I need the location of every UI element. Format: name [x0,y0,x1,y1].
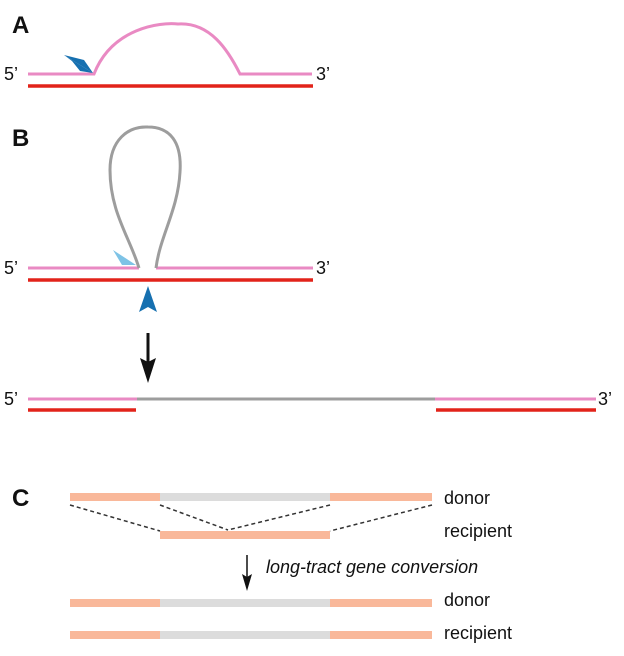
panel-a-three-prime-label: 3’ [316,64,330,84]
panel-c-result-recipient-label: recipient [444,623,512,643]
panel-c-letter: C [12,485,29,512]
panel-b-top-five-prime-label: 5’ [4,258,18,278]
panel-c-recipient-label: recipient [444,521,512,541]
panel-b-bottom-five-prime-label: 5’ [4,389,18,409]
panel-c-result-recipient-middle [160,631,330,639]
panel-c-donor-middle [160,493,330,501]
panel-c-dashed-line-right [329,504,433,532]
panel-b-insertion-loop [108,125,182,269]
panel-c-result-donor-label: donor [444,590,490,610]
panel-a-letter: A [12,12,29,39]
panel-c-result-donor-left-flank [70,599,160,607]
panel-c-down-arrowhead-icon [242,574,252,591]
panel-c-result-recipient-right-flank [330,631,432,639]
panel-a: A 5’ 3’ [4,12,330,88]
panel-c-result-donor-middle [160,599,330,607]
panel-c-donor-right-flank [330,493,432,501]
panel-b-down-arrowhead-icon [140,358,156,383]
panel-c-result-donor-right-flank [330,599,432,607]
panel-b-letter: B [12,125,29,152]
panel-c-result-recipient-left-flank [70,631,160,639]
panel-b: B 5’ 3’ 5’ 3’ [4,125,612,412]
panel-c-process-label: long-tract gene conversion [266,557,478,577]
panel-b-dark-nick-marker-icon [139,286,157,312]
panel-b-light-nick-marker-icon [113,250,136,265]
panel-c-donor-left-flank [70,493,160,501]
panel-b-bottom-three-prime-label: 3’ [598,389,612,409]
panel-c-dashed-line-left [69,504,161,532]
panel-a-five-prime-label: 5’ [4,64,18,84]
panel-a-top-strand [28,22,312,76]
panel-c-recipient-bar [160,531,330,539]
panel-c: C donor recipient long-tract gene conver… [12,485,512,643]
panel-c-donor-label: donor [444,488,490,508]
panel-c-dashed-line-center-right [227,504,331,531]
panel-c-dashed-line-center-left [159,504,229,531]
panel-b-top-three-prime-label: 3’ [316,258,330,278]
